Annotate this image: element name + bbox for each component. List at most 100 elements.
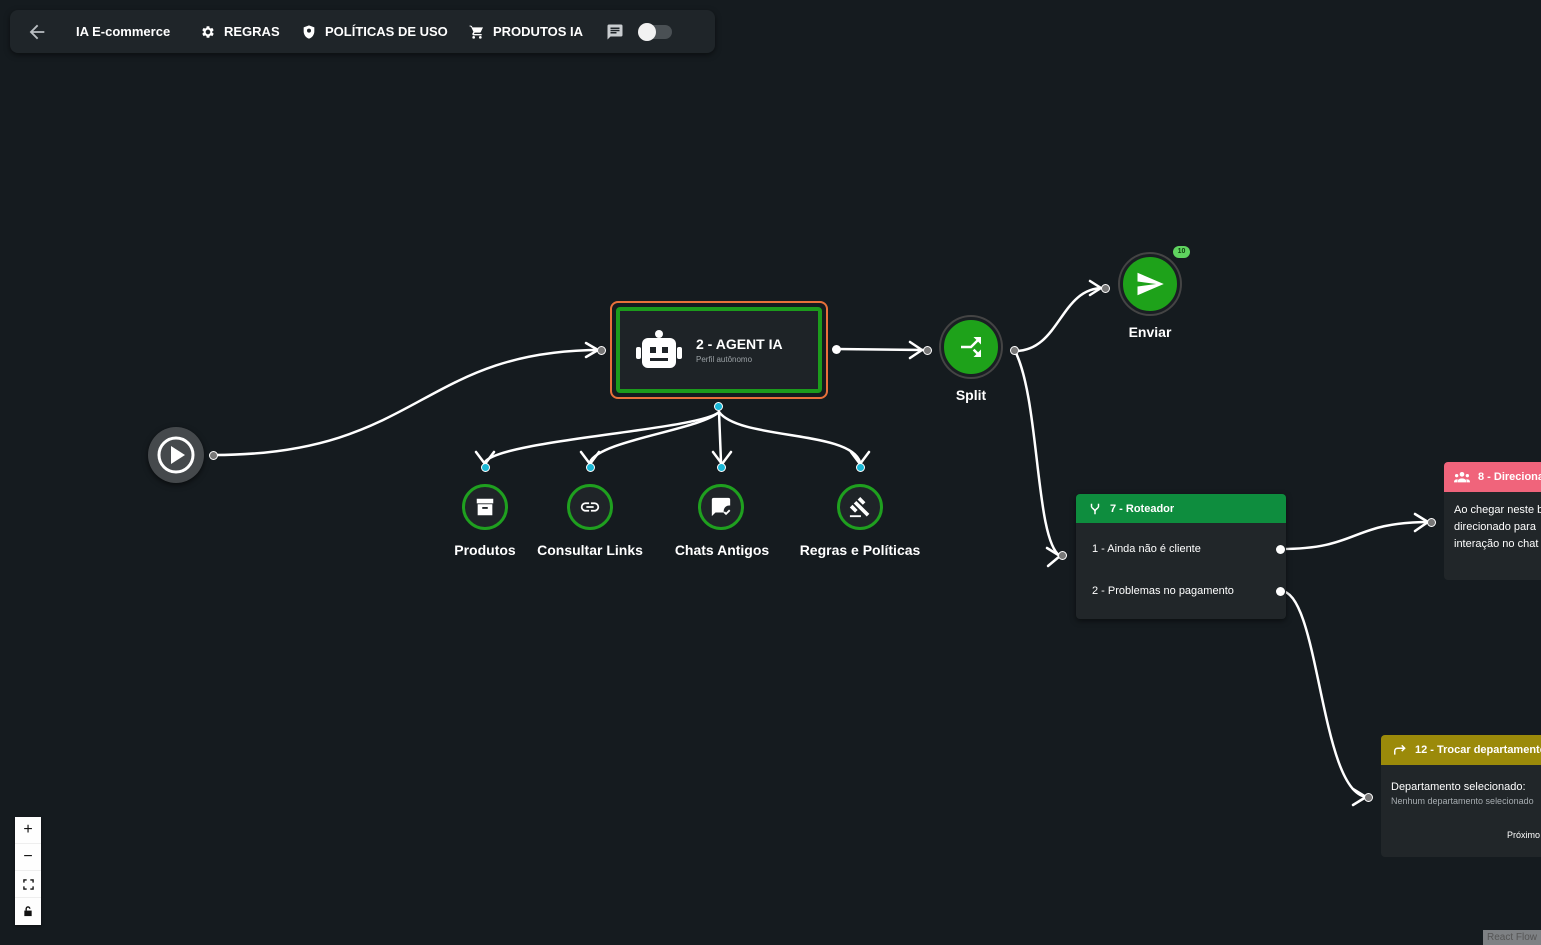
direct-header: 8 - Direciona xyxy=(1444,462,1541,492)
gavel-icon xyxy=(849,497,870,518)
tool-node-chats[interactable] xyxy=(698,484,744,530)
back-button[interactable] xyxy=(26,10,48,53)
agent-tools-handle[interactable] xyxy=(714,402,723,411)
split-input-handle[interactable] xyxy=(923,346,932,355)
link-icon xyxy=(580,502,600,512)
fork-icon xyxy=(1090,503,1100,514)
send-icon xyxy=(1137,272,1164,296)
router-node[interactable]: 7 - Roteador 1 - Ainda não é cliente 2 -… xyxy=(1076,494,1286,619)
robot-icon xyxy=(636,330,682,368)
top-toolbar: IA E-commerce REGRAS POLÍTICAS DE USO PR… xyxy=(10,10,715,53)
edge-agent-regras xyxy=(717,410,862,464)
group-icon xyxy=(1454,472,1470,483)
split-icon xyxy=(961,337,981,357)
tool-node-regras[interactable] xyxy=(837,484,883,530)
direct-line: direcionado para xyxy=(1454,521,1536,533)
toolbar-toggle[interactable] xyxy=(638,23,672,41)
tool-label-regras: Regras e Políticas xyxy=(799,542,921,558)
department-label: Departamento selecionado: xyxy=(1391,781,1526,793)
zoom-in-button[interactable]: + xyxy=(15,817,41,844)
edge-agent-produtos xyxy=(483,410,721,464)
start-output-handle[interactable] xyxy=(209,451,218,460)
split-output-handle[interactable] xyxy=(1010,346,1019,355)
direct-node[interactable]: 8 - Direciona Ao chegar neste b direcion… xyxy=(1444,462,1541,580)
chat-button[interactable] xyxy=(606,10,624,53)
agent-node[interactable]: 2 - AGENT IA Perfil autônomo xyxy=(610,301,828,399)
router-item: 2 - Problemas no pagamento xyxy=(1092,585,1234,597)
split-node[interactable] xyxy=(941,317,1001,377)
regras-input-handle[interactable] xyxy=(856,463,865,472)
edge-split-send xyxy=(1013,286,1105,353)
department-title: 12 - Trocar departamento xyxy=(1415,744,1541,756)
router-item: 1 - Ainda não é cliente xyxy=(1092,543,1201,555)
agent-title: 2 - AGENT IA xyxy=(696,336,783,352)
tool-label-chats: Chats Antigos xyxy=(674,542,770,558)
send-node[interactable] xyxy=(1120,254,1180,314)
agent-node-body: 2 - AGENT IA Perfil autônomo xyxy=(616,307,822,393)
gear-icon xyxy=(202,25,214,38)
toggle-knob xyxy=(638,23,656,41)
rules-button[interactable]: REGRAS xyxy=(200,10,280,53)
edge-agent-split xyxy=(834,347,926,352)
department-header: 12 - Trocar departamento xyxy=(1381,735,1541,765)
flow-controls: + − xyxy=(15,817,41,925)
produtos-input-handle[interactable] xyxy=(481,463,490,472)
department-input-handle[interactable] xyxy=(1364,793,1373,802)
cart-icon xyxy=(469,24,483,39)
edge-agent-chats xyxy=(717,410,723,464)
unlock-icon xyxy=(24,906,32,917)
send-input-handle[interactable] xyxy=(1101,284,1110,293)
edge-router-department xyxy=(1279,589,1370,799)
links-input-handle[interactable] xyxy=(586,463,595,472)
agent-input-handle[interactable] xyxy=(597,346,606,355)
start-node[interactable] xyxy=(148,427,204,483)
agent-subtitle: Perfil autônomo xyxy=(696,355,753,364)
router-output-handle-2[interactable] xyxy=(1276,587,1285,596)
fit-view-button[interactable] xyxy=(15,871,41,898)
router-title: 7 - Roteador xyxy=(1110,502,1175,515)
chats-input-handle[interactable] xyxy=(717,463,726,472)
fit-view-icon xyxy=(22,878,34,890)
products-ai-label: PRODUTOS IA xyxy=(493,24,584,39)
redirect-icon xyxy=(1394,744,1406,755)
send-badge: 10 xyxy=(1173,246,1190,258)
tool-node-produtos[interactable] xyxy=(462,484,508,530)
archive-icon xyxy=(476,498,494,516)
split-label: Split xyxy=(955,387,987,403)
direct-line: interação no chat xyxy=(1454,538,1539,550)
flow-title-text: IA E-commerce xyxy=(76,24,171,39)
department-node[interactable]: 12 - Trocar departamento Departamento se… xyxy=(1381,735,1541,857)
edge-router-direct xyxy=(1279,520,1432,551)
direct-title: 8 - Direciona xyxy=(1478,471,1541,483)
send-label: Enviar xyxy=(1128,324,1172,340)
arrow-left-icon xyxy=(29,24,45,39)
agent-text: 2 - AGENT IA Perfil autônomo xyxy=(696,336,783,364)
policies-label: POLÍTICAS DE USO xyxy=(325,24,448,39)
direct-line: Ao chegar neste b xyxy=(1454,504,1541,516)
policies-button[interactable]: POLÍTICAS DE USO xyxy=(301,10,448,53)
edge-start-agent xyxy=(212,348,603,457)
router-output-handle-1[interactable] xyxy=(1276,545,1285,554)
tool-label-links: Consultar Links xyxy=(537,542,643,558)
tool-node-links[interactable] xyxy=(567,484,613,530)
department-value: Nenhum departamento selecionado xyxy=(1391,796,1534,806)
agent-output-handle[interactable] xyxy=(832,345,841,354)
tool-label-produtos: Produtos xyxy=(454,542,516,558)
play-icon xyxy=(157,436,195,474)
flow-title: IA E-commerce xyxy=(76,10,170,53)
department-next-button[interactable]: Próximo xyxy=(1507,830,1541,840)
react-flow-attribution[interactable]: React Flow xyxy=(1482,930,1541,945)
chat-check-icon xyxy=(711,497,731,517)
edge-split-router xyxy=(1013,349,1062,558)
lock-button[interactable] xyxy=(15,898,41,925)
router-input-handle[interactable] xyxy=(1058,551,1067,560)
chat-icon xyxy=(607,24,623,39)
rules-label: REGRAS xyxy=(224,24,280,39)
products-ai-button[interactable]: PRODUTOS IA xyxy=(469,10,583,53)
shield-icon xyxy=(303,24,315,39)
department-body: Departamento selecionado: Nenhum departa… xyxy=(1381,765,1541,840)
direct-body: Ao chegar neste b direcionado para inter… xyxy=(1444,492,1541,563)
direct-input-handle[interactable] xyxy=(1427,518,1436,527)
zoom-out-button[interactable]: − xyxy=(15,844,41,871)
